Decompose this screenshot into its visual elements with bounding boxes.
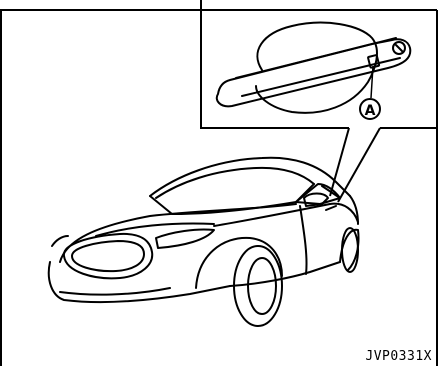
request-switch-button-icon — [368, 55, 379, 68]
callout-letter: A — [365, 103, 376, 119]
callout-leader-line — [371, 66, 373, 98]
door-handle-icon — [217, 23, 411, 113]
figure-code-label: JVP0331X — [365, 349, 432, 364]
sedan-car-illustration — [49, 158, 359, 326]
